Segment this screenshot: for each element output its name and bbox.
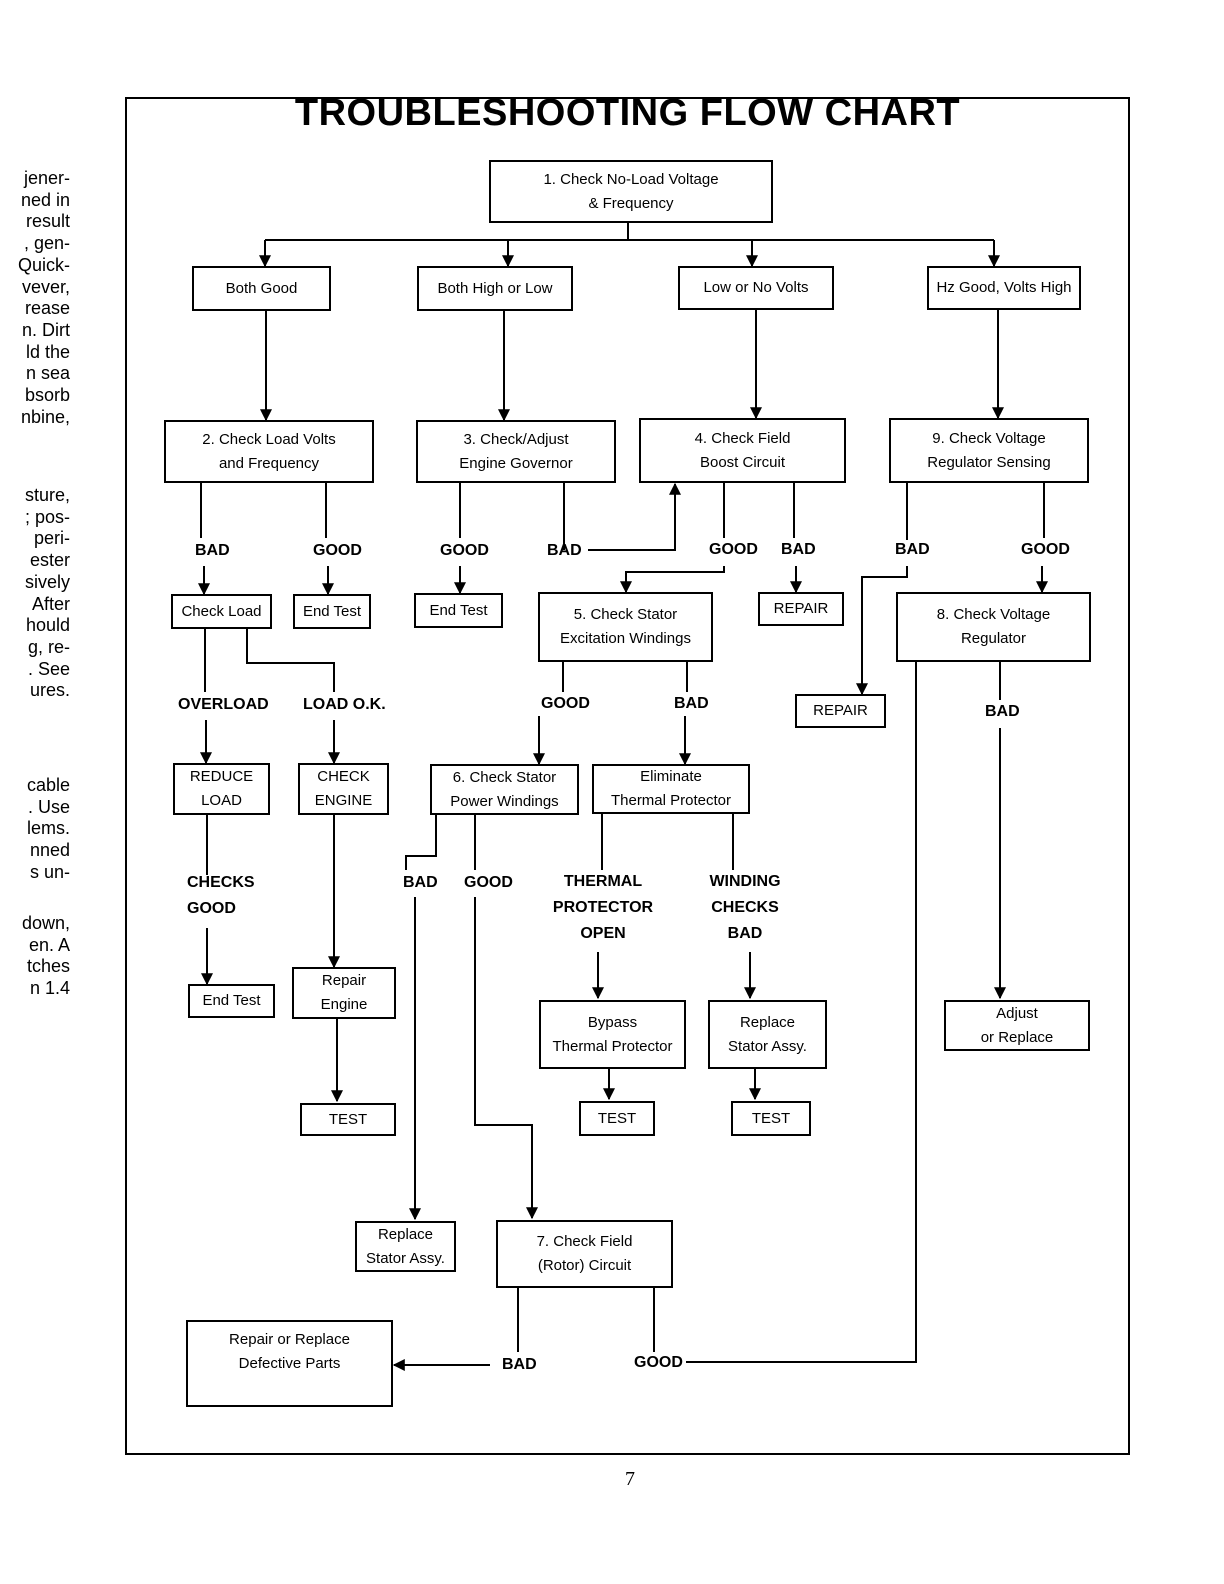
box-check-load-volts: 2. Check Load Volts and Frequency [164, 420, 374, 483]
box-repair-engine: Repair Engine [292, 967, 396, 1019]
margin-text-block-1: jener- ned in result , gen- Quick- vever… [18, 168, 71, 427]
box-both-good: Both Good [192, 266, 331, 311]
box-check-field-rotor: 7. Check Field (Rotor) Circuit [496, 1220, 673, 1288]
label-good-4: GOOD [709, 541, 758, 558]
label-bad-5: BAD [674, 695, 709, 712]
box-reduce-load: REDUCE LOAD [173, 763, 270, 815]
box-check-voltage-reg-sensing: 9. Check Voltage Regulator Sensing [889, 418, 1089, 483]
label-bad-4: BAD [781, 541, 816, 558]
box-replace-stator-2: Replace Stator Assy. [355, 1221, 456, 1272]
box-check-stator-excitation: 5. Check Stator Excitation Windings [538, 592, 713, 662]
box-check-stator-power: 6. Check Stator Power Windings [430, 764, 579, 815]
label-overload: OVERLOAD [178, 696, 269, 713]
label-load-ok: LOAD O.K. [303, 696, 386, 713]
label-winding-checks-bad: WINDING CHECKS BAD [709, 873, 781, 942]
margin-text-block-2: sture, ; pos- peri- ester sively After h… [24, 485, 70, 701]
box-repair-1: REPAIR [758, 592, 844, 626]
box-check-voltage-regulator: 8. Check Voltage Regulator [896, 592, 1091, 662]
box-eliminate-thermal-protector: Eliminate Thermal Protector [592, 764, 750, 814]
label-good-7: GOOD [634, 1354, 683, 1371]
box-adjust-or-replace: Adjust or Replace [944, 1000, 1090, 1051]
box-end-test-2: End Test [414, 593, 503, 628]
chart-title: TROUBLESHOOTING FLOW CHART [294, 92, 961, 134]
box-test-1: TEST [300, 1103, 396, 1136]
box-repair-2: REPAIR [795, 694, 886, 728]
box-both-high-or-low: Both High or Low [417, 266, 573, 311]
label-good-3: GOOD [440, 542, 489, 559]
label-good-2: GOOD [313, 542, 362, 559]
box-low-or-no-volts: Low or No Volts [678, 266, 834, 310]
label-checks-good: CHECKS GOOD [187, 874, 255, 917]
label-bad-7: BAD [502, 1356, 537, 1373]
box-hz-good-volts-high: Hz Good, Volts High [927, 266, 1081, 310]
label-good-9: GOOD [1021, 541, 1070, 558]
box-check-adjust-governor: 3. Check/Adjust Engine Governor [416, 420, 616, 483]
box-check-no-load-voltage: 1. Check No-Load Voltage & Frequency [489, 160, 773, 223]
box-end-test-3: End Test [188, 984, 275, 1018]
label-bad-6: BAD [403, 874, 438, 891]
label-good-6: GOOD [464, 874, 513, 891]
box-repair-replace-defective: Repair or Replace Defective Parts [186, 1320, 393, 1407]
label-good-5: GOOD [541, 695, 590, 712]
chart-frame [125, 97, 1130, 1455]
margin-text-block-4: down, en. A tches n 1.4 [21, 913, 70, 999]
box-test-2: TEST [579, 1101, 655, 1136]
box-replace-stator-1: Replace Stator Assy. [708, 1000, 827, 1069]
box-end-test-1: End Test [293, 594, 371, 629]
box-check-field-boost: 4. Check Field Boost Circuit [639, 418, 846, 483]
margin-text-block-3: cable . Use lems. nned s un- [26, 775, 70, 882]
box-test-3: TEST [731, 1101, 811, 1136]
page-number: 7 [625, 1468, 635, 1490]
label-bad-8: BAD [985, 703, 1020, 720]
box-check-engine: CHECK ENGINE [298, 763, 389, 815]
box-bypass-thermal-protector: Bypass Thermal Protector [539, 1000, 686, 1069]
label-bad-9: BAD [895, 541, 930, 558]
label-thermal-protector-open: THERMAL PROTECTOR OPEN [552, 873, 654, 942]
label-bad-3: BAD [547, 542, 582, 559]
label-bad-2: BAD [195, 542, 230, 559]
box-check-load: Check Load [171, 594, 272, 629]
